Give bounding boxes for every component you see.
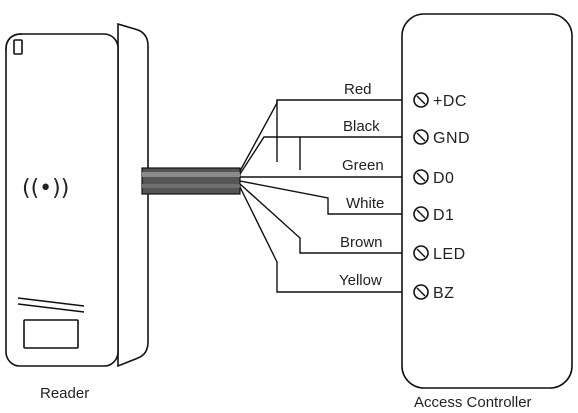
svg-text:+DC: +DC [433,93,467,110]
svg-text:LED: LED [433,246,466,263]
terminal-d0: D0 [413,169,454,187]
svg-text:D1: D1 [433,207,454,224]
access-controller-caption: Access Controller [414,394,532,411]
terminal-gnd: GND [413,129,470,147]
wire-label-green: Green [342,157,384,174]
terminal-d1: D1 [413,206,454,224]
svg-text:GND: GND [433,130,470,147]
cable [141,167,241,195]
wire-label-brown: Brown [340,234,383,251]
svg-text:D0: D0 [433,170,454,187]
wire-label-yellow: Yellow [339,272,382,289]
reader-device: ((•)) [5,22,149,368]
wire-labels: Red Black Green White Brown Yellow [339,81,384,289]
wire-label-white: White [346,195,384,212]
svg-text:BZ: BZ [433,285,454,302]
terminal-dc: +DC [413,92,467,110]
wires [239,99,412,293]
terminal-led: LED [413,245,466,263]
wire-label-black: Black [343,118,380,135]
terminal-bz: BZ [413,284,454,302]
wire-label-red: Red [344,81,372,98]
terminals: +DC GND D0 D1 LED BZ [413,92,470,302]
rfid-wave-icon: ((•)) [22,176,69,201]
reader-caption: Reader [40,385,89,402]
access-controller-box [401,13,573,389]
